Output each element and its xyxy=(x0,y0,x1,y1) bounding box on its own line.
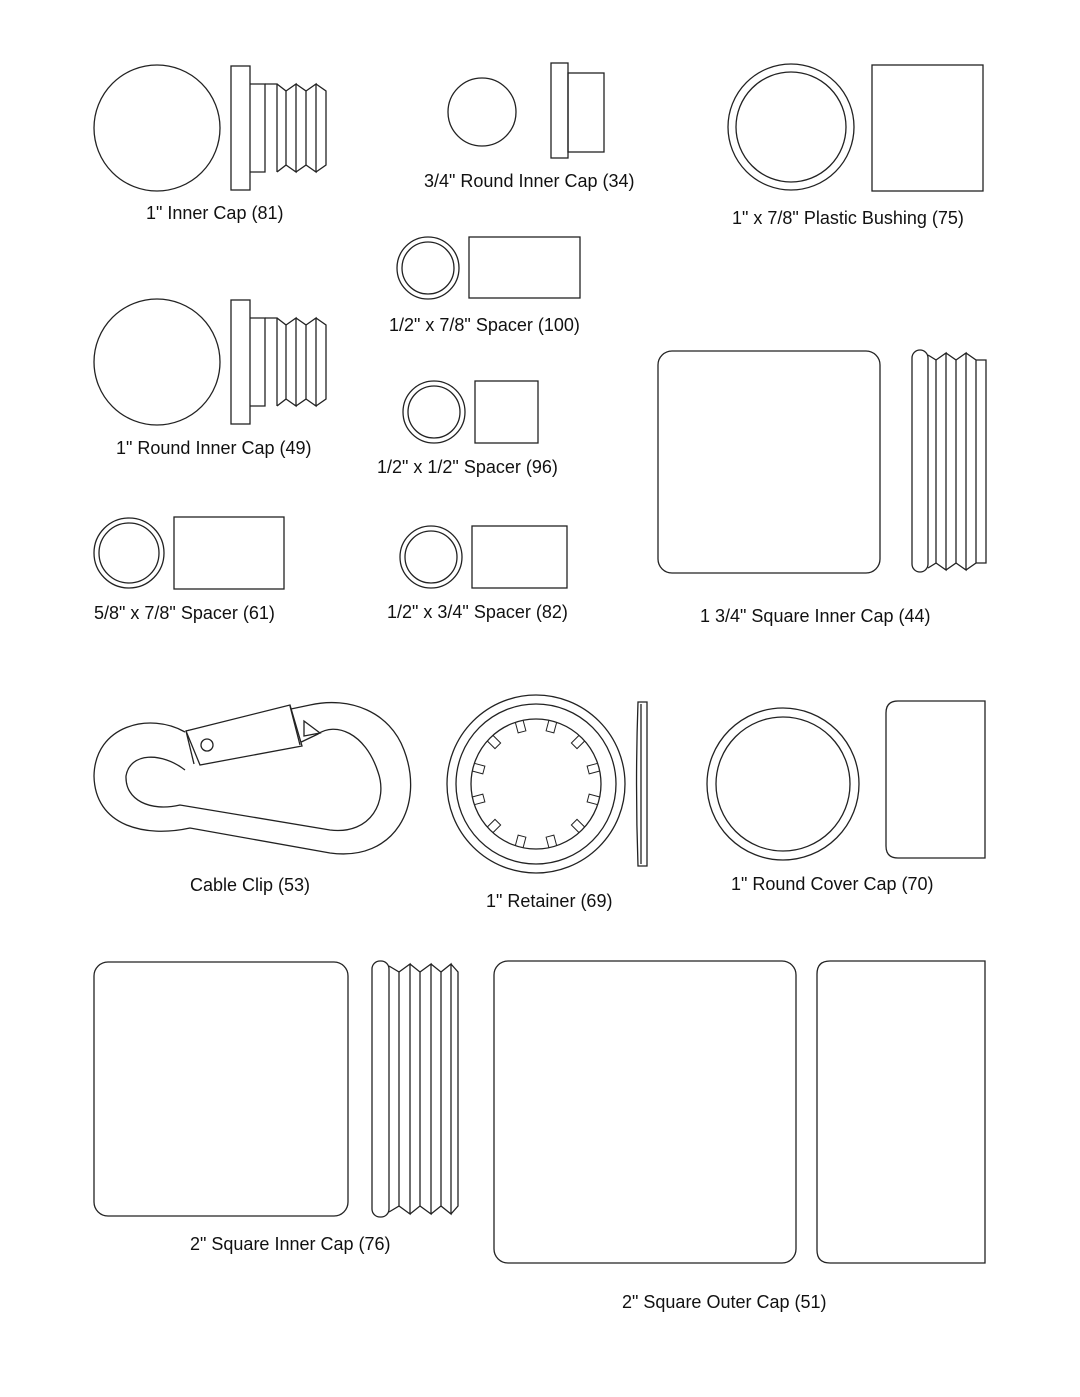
plastic-bushing-75-drawing xyxy=(727,63,984,192)
label-round-inner-cap-34: 3/4" Round Inner Cap (34) xyxy=(424,171,635,191)
label-cable-clip-53: Cable Clip (53) xyxy=(190,875,311,895)
round-inner-cap-34-drawing xyxy=(447,62,605,159)
square-outer-cap-51-drawing xyxy=(493,960,986,1264)
spacer-96-drawing xyxy=(402,380,539,444)
spacer-100-drawing xyxy=(396,236,581,300)
label-square-inner-cap-44: 1 3/4" Square Inner Cap (44) xyxy=(700,606,931,626)
square-inner-cap-44-drawing xyxy=(657,349,987,574)
square-inner-cap-76-drawing xyxy=(93,960,459,1218)
label-spacer-100: 1/2" x 7/8" Spacer (100) xyxy=(389,315,580,335)
label-retainer-69: 1" Retainer (69) xyxy=(486,891,613,911)
label-square-inner-cap-76: 2" Square Inner Cap (76) xyxy=(190,1234,391,1254)
round-inner-cap-49-drawing xyxy=(93,298,327,426)
label-spacer-61: 5/8" x 7/8" Spacer (61) xyxy=(94,603,275,623)
spacer-61-drawing xyxy=(93,516,285,590)
round-cover-cap-70-drawing xyxy=(706,700,986,861)
label-round-inner-cap-49: 1" Round Inner Cap (49) xyxy=(116,438,312,458)
label-round-cover-cap-70: 1" Round Cover Cap (70) xyxy=(731,874,934,894)
label-square-outer-cap-51: 2" Square Outer Cap (51) xyxy=(622,1292,827,1312)
inner-cap-81-drawing xyxy=(93,64,327,192)
label-plastic-bushing-75: 1" x 7/8" Plastic Bushing (75) xyxy=(732,208,964,228)
retainer-69-drawing xyxy=(446,694,648,874)
label-spacer-82: 1/2" x 3/4" Spacer (82) xyxy=(387,602,568,622)
spacer-82-drawing xyxy=(399,525,568,589)
label-spacer-96: 1/2" x 1/2" Spacer (96) xyxy=(377,457,558,477)
cable-clip-53-drawing xyxy=(93,701,412,855)
label-inner-cap-81: 1" Inner Cap (81) xyxy=(146,203,284,223)
